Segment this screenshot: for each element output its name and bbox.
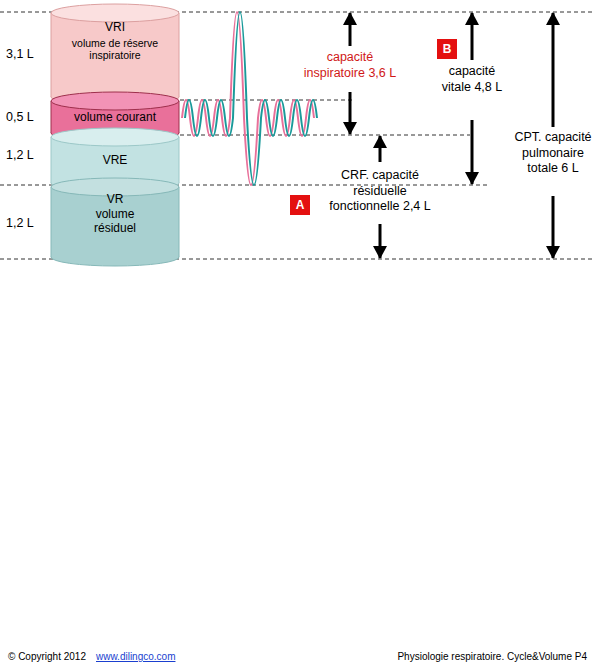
callout-letter-text: A: [296, 199, 305, 211]
volume-trace: [185, 12, 317, 185]
dashed-levels: [0, 12, 595, 259]
callout-letter: B: [437, 39, 457, 59]
volume-name: VRE: [60, 154, 170, 168]
volume-value: 3,1 L: [6, 47, 46, 63]
footer-text: © Copyright 2012: [8, 651, 103, 664]
footer-text: www.dilingco.com: [96, 651, 196, 664]
capacity-label: CPT. capacité pulmonaire totale 6 L: [508, 130, 595, 177]
volume-name: VRI: [60, 21, 170, 35]
volume-cylinder: VRI volume de réserve inspiratoire: [50, 3, 180, 107]
callout-letter-text: B: [443, 43, 452, 55]
volume-description: volume résiduel: [80, 208, 150, 236]
footer-text: Physiologie respiratoire. Cycle&Volume P…: [300, 651, 587, 664]
volume-name: VR: [60, 193, 170, 207]
capacity-label: capacité inspiratoire 3,6 L: [296, 50, 404, 81]
volume-value: 1,2 L: [6, 148, 46, 164]
capacity-label: capacité vitale 4,8 L: [440, 64, 504, 95]
volume-value: 0,5 L: [6, 110, 46, 126]
volume-cylinder: VRvolume résiduel: [50, 177, 180, 267]
volume-trace: [182, 12, 314, 185]
callout-letter: A: [290, 195, 310, 215]
capacity-label: CRF. capacité résiduelle fonctionnelle 2…: [318, 168, 442, 215]
volume-value: 1,2 L: [6, 216, 46, 232]
volume-description: volume de réserve inspiratoire: [60, 37, 170, 61]
volume-name: volume courant: [55, 111, 175, 125]
